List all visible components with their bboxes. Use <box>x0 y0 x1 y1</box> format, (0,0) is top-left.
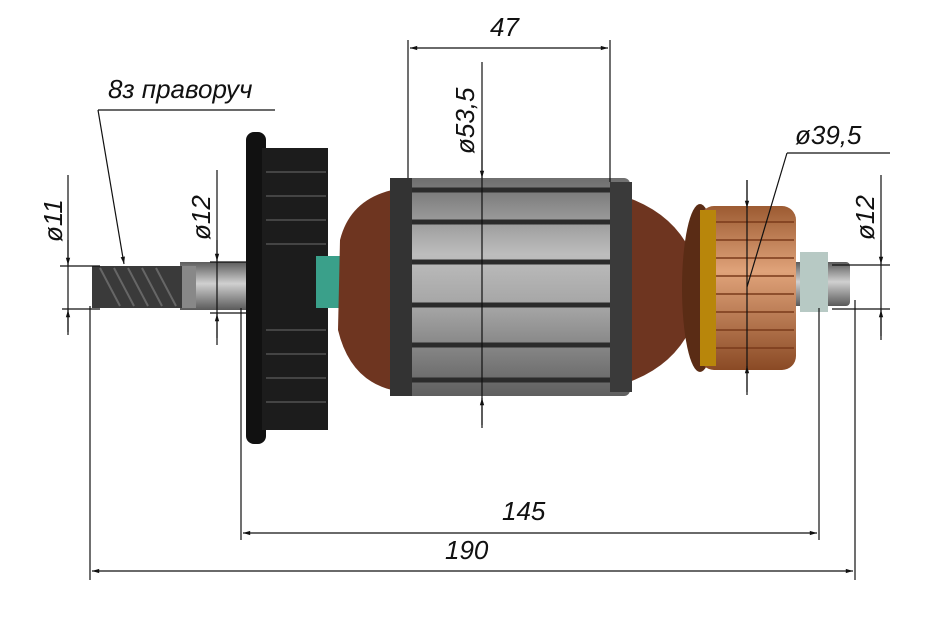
core-length-label: 47 <box>490 12 519 42</box>
shaft-right-diameter-label: ø12 <box>850 195 880 240</box>
armature-core <box>390 178 632 396</box>
pinion-diameter-label: ø11 <box>38 199 68 242</box>
bearing-span-label: 145 <box>502 496 546 526</box>
shaft <box>180 252 850 312</box>
shaft-left-diameter-label: ø12 <box>186 195 216 240</box>
commutator-diameter-label: ø39,5 <box>795 120 862 150</box>
pinion-note-label: 8з праворуч <box>108 74 253 104</box>
overall-length-label: 190 <box>445 535 489 565</box>
left-winding <box>338 190 392 390</box>
pinion-gear <box>92 266 196 308</box>
cooling-fan <box>246 132 342 444</box>
core-diameter-label: ø53,5 <box>450 87 480 155</box>
right-winding <box>620 195 690 385</box>
dimension-lines <box>60 40 890 580</box>
commutator <box>682 204 796 372</box>
